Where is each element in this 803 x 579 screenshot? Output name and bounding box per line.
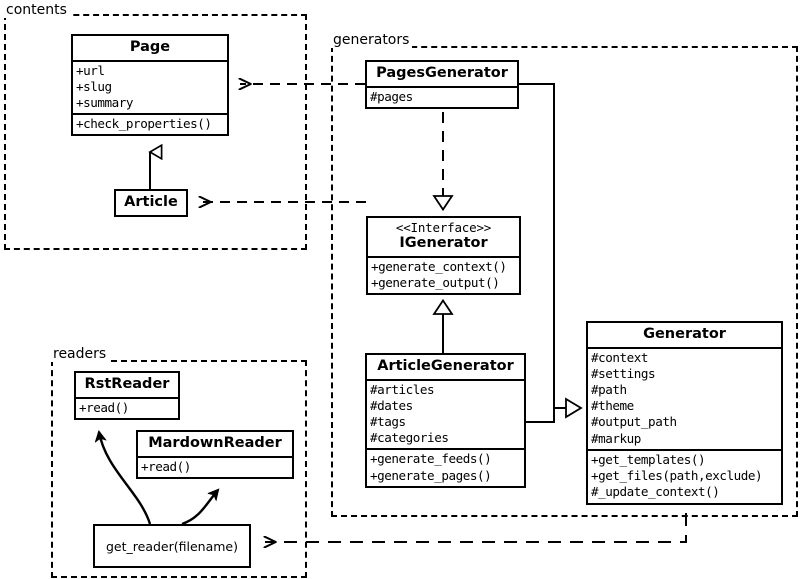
class-name-article: Article xyxy=(124,194,178,210)
operation-item: +read() xyxy=(141,458,191,474)
connector-generator-to-getreader xyxy=(265,513,687,542)
attributes-compartment-articlegenerator: #articles #dates #tags #categories xyxy=(367,378,524,449)
attribute-item: #dates xyxy=(370,397,413,413)
class-stereotype-igenerator: <<Interface>> xyxy=(395,220,492,235)
operation-item: +generate_output() xyxy=(371,275,500,291)
class-box-rstreader[interactable]: RstReader +read() xyxy=(74,371,180,420)
class-box-generator[interactable]: Generator #context #settings #path #them… xyxy=(586,321,783,505)
class-name-mardownreader: MardownReader xyxy=(148,435,282,451)
attribute-item: +summary xyxy=(76,95,134,111)
class-name-igenerator: <<Interface>> IGenerator xyxy=(368,218,519,256)
package-label-readers: readers xyxy=(51,346,110,362)
attribute-item: #articles xyxy=(370,381,435,397)
attribute-item: #markup xyxy=(591,430,641,446)
attribute-item: #settings xyxy=(591,365,656,381)
attributes-compartment-generator: #context #settings #path #theme #output_… xyxy=(588,346,781,449)
class-name-generator: Generator xyxy=(643,326,726,342)
class-box-mardownreader[interactable]: MardownReader +read() xyxy=(136,430,294,479)
attributes-compartment-pagesgenerator: #pages xyxy=(367,85,517,107)
attribute-item: #pages xyxy=(370,88,413,104)
package-label-contents: contents xyxy=(4,2,70,18)
class-name-page: Page xyxy=(129,39,171,55)
operation-item: +generate_feeds() xyxy=(370,451,492,467)
attribute-item: #theme xyxy=(591,398,634,414)
operations-compartment-articlegenerator: +generate_feeds() +generate_pages() xyxy=(367,448,524,485)
operation-item: +get_templates() xyxy=(591,451,706,467)
class-box-pagesgenerator[interactable]: PagesGenerator #pages xyxy=(365,60,519,109)
package-label-generators: generators xyxy=(331,32,413,48)
class-name-label: IGenerator xyxy=(399,235,488,252)
attribute-item: #tags xyxy=(370,414,406,430)
function-label-get-reader: get_reader(filename) xyxy=(106,538,238,554)
class-box-igenerator[interactable]: <<Interface>> IGenerator +generate_conte… xyxy=(366,216,521,296)
attribute-item: #context xyxy=(591,349,649,365)
operation-item: +generate_pages() xyxy=(370,467,492,483)
attributes-compartment-page: +url +slug +summary xyxy=(73,59,227,114)
package-frame-contents xyxy=(4,14,307,250)
attribute-item: +slug xyxy=(76,78,112,94)
class-name-pagesgenerator: PagesGenerator xyxy=(376,65,508,81)
attribute-item: +url xyxy=(76,62,105,78)
class-name-rstreader: RstReader xyxy=(84,376,170,392)
class-box-article[interactable]: Article xyxy=(114,189,188,217)
operation-item: +generate_context() xyxy=(371,259,507,275)
operations-compartment-page: +check_properties() xyxy=(73,113,227,134)
operation-item: +read() xyxy=(79,399,129,415)
attribute-item: #output_path xyxy=(591,414,677,430)
attribute-item: #path xyxy=(591,382,627,398)
class-box-page[interactable]: Page +url +slug +summary +check_properti… xyxy=(71,34,229,137)
class-box-articlegenerator[interactable]: ArticleGenerator #articles #dates #tags … xyxy=(365,353,526,488)
operation-item: +get_files(path,exclude) xyxy=(591,468,763,484)
attribute-item: #categories xyxy=(370,430,449,446)
operations-compartment-mardownreader: +read() xyxy=(138,455,292,477)
package-frame-readers xyxy=(51,360,307,578)
class-name-articlegenerator: ArticleGenerator xyxy=(377,358,514,374)
function-box-get-reader[interactable]: get_reader(filename) xyxy=(93,524,251,568)
operation-item: +check_properties() xyxy=(76,116,212,132)
operations-compartment-igenerator: +generate_context() +generate_output() xyxy=(368,256,519,293)
operations-compartment-generator: +get_templates() +get_files(path,exclude… xyxy=(588,448,781,503)
operation-item: #_update_context() xyxy=(591,484,720,500)
operations-compartment-rstreader: +read() xyxy=(76,396,178,418)
